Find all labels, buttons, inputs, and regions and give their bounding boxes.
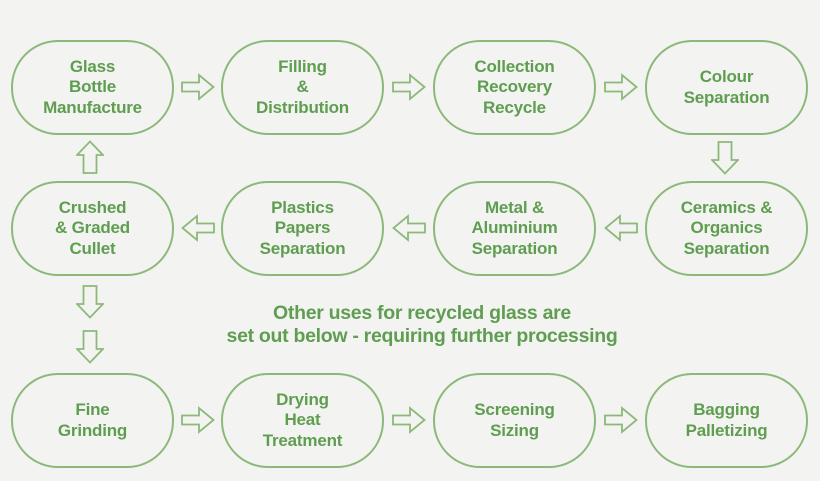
node-fine-grinding: Fine Grinding [11,373,174,468]
arrow-right-icon [392,72,426,102]
note-other-uses: Other uses for recycled glass are set ou… [226,302,618,347]
node-metal-aluminium-separation: Metal & Aluminium Separation [433,181,596,276]
arrow-down-icon [76,285,104,319]
arrow-up-icon [76,140,104,174]
node-filling-distribution: Filling & Distribution [221,40,384,135]
arrow-right-icon [392,405,426,435]
node-plastics-papers-separation: Plastics Papers Separation [221,181,384,276]
arrow-left-icon [181,213,215,243]
arrow-right-icon [181,405,215,435]
node-bagging-palletizing: Bagging Palletizing [645,373,808,468]
node-crushed-graded-cullet: Crushed & Graded Cullet [11,181,174,276]
node-colour-separation: Colour Separation [645,40,808,135]
node-ceramics-organics-separation: Ceramics & Organics Separation [645,181,808,276]
arrow-right-icon [181,72,215,102]
node-drying-heat-treatment: Drying Heat Treatment [221,373,384,468]
arrow-right-icon [604,405,638,435]
node-screening-sizing: Screening Sizing [433,373,596,468]
arrow-left-icon [392,213,426,243]
arrow-down-icon [711,141,739,175]
node-collection-recovery-recycle: Collection Recovery Recycle [433,40,596,135]
arrow-right-icon [604,72,638,102]
arrow-down-icon [76,330,104,364]
node-glass-bottle-manufacture: Glass Bottle Manufacture [11,40,174,135]
arrow-left-icon [604,213,638,243]
